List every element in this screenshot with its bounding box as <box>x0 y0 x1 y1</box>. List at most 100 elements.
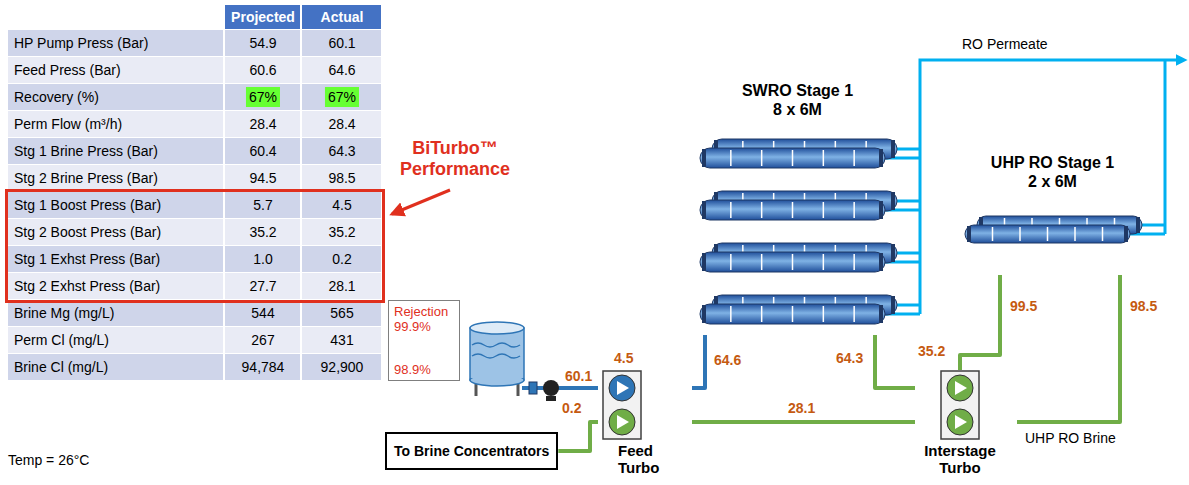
element-divider <box>730 150 732 166</box>
end-cap <box>879 201 883 219</box>
water-waves <box>472 343 520 358</box>
table-value: 67% <box>325 87 359 107</box>
table-value: 64.3 <box>328 138 355 164</box>
table-cell <box>302 5 381 29</box>
row-label: Stg 1 Brine Press (Bar) <box>14 138 158 164</box>
table-cell <box>8 273 223 299</box>
vessel-shell <box>700 148 885 168</box>
row-label: Stg 2 Exhst Press (Bar) <box>14 273 160 299</box>
pressure-vessel <box>965 225 1130 243</box>
table-cell <box>225 327 300 353</box>
table-value: 4.5 <box>332 192 351 218</box>
table-cell <box>8 84 223 110</box>
table-cell <box>302 192 381 218</box>
table-value: 431 <box>330 327 353 353</box>
ro-stage: SWRO Stage 1 8 x 6M <box>690 78 905 335</box>
table-cell <box>302 111 381 137</box>
table-cell <box>8 354 223 380</box>
table-cell <box>8 30 223 56</box>
table-value: 28.1 <box>328 273 355 299</box>
table-value: 60.1 <box>328 30 355 56</box>
table-cell <box>225 192 300 218</box>
table-value: 28.4 <box>249 111 276 137</box>
table-value: 35.2 <box>328 219 355 245</box>
table-value: 565 <box>330 300 353 326</box>
table-cell <box>8 138 223 164</box>
table-value: 92,900 <box>321 354 364 380</box>
turbo-casing <box>603 371 641 439</box>
element-divider <box>761 254 763 270</box>
row-label: Brine Mg (mg/L) <box>14 300 114 326</box>
highlight-box <box>7 191 384 302</box>
permeate-header <box>920 60 1178 314</box>
ro-stage: UHP RO Stage 1 2 x 6M <box>955 150 1150 275</box>
stream-label: UHP RO Brine <box>1025 430 1116 446</box>
table-cell <box>302 30 381 56</box>
table-value: 60.6 <box>249 57 276 83</box>
flow-line <box>692 335 705 388</box>
row-label: Recovery (%) <box>14 84 99 110</box>
table-value: 54.9 <box>249 30 276 56</box>
row-label: Perm Cl (mg/L) <box>14 327 109 353</box>
end-cap <box>891 244 895 262</box>
table-cell <box>8 192 223 218</box>
tank-body <box>470 328 524 380</box>
table-cell <box>302 57 381 83</box>
table-value: 60.4 <box>249 138 276 164</box>
vessel-shell <box>965 225 1130 243</box>
feed-tank <box>470 322 524 396</box>
pressure-vessel <box>700 200 885 220</box>
pressure-value: 64.6 <box>712 352 743 368</box>
permeate-stub <box>1130 60 1165 234</box>
element-divider <box>1102 227 1104 241</box>
element-divider <box>853 202 855 218</box>
end-cap <box>879 149 883 167</box>
table-value: 28.4 <box>328 111 355 137</box>
end-cap <box>702 149 706 167</box>
table-cell <box>302 354 381 380</box>
flow-line <box>960 275 1000 370</box>
table-value: 35.2 <box>249 219 276 245</box>
pressure-value: 0.2 <box>560 400 583 416</box>
rejection-box: Rejection 99.9%98.9% <box>388 300 460 381</box>
vessel-shell <box>700 252 885 272</box>
table-cell <box>225 273 300 299</box>
element-divider <box>761 306 763 322</box>
end-cap <box>879 253 883 271</box>
table-cell <box>8 219 223 245</box>
end-cap <box>879 305 883 323</box>
element-divider <box>730 254 732 270</box>
table-cell <box>225 111 300 137</box>
element-divider <box>761 202 763 218</box>
table-cell <box>225 30 300 56</box>
table-cell <box>225 219 300 245</box>
turbo-unit: Interstage Turbo <box>915 370 1017 478</box>
row-label: Feed Press (Bar) <box>14 57 121 83</box>
table-value: 67% <box>246 87 280 107</box>
table-cell <box>302 300 381 326</box>
brine-box: To Brine Concentrators <box>385 432 558 470</box>
end-cap <box>891 140 895 158</box>
turbo-wheel <box>609 375 635 401</box>
table-cell <box>302 219 381 245</box>
callout-arrow <box>392 190 450 214</box>
hp-pump-pipe <box>557 386 598 390</box>
turbo-unit: Feed Turbo <box>598 370 692 478</box>
table-cell <box>302 84 381 110</box>
element-divider <box>853 150 855 166</box>
table-value: 267 <box>251 327 274 353</box>
column-header: Actual <box>321 5 364 29</box>
end-cap <box>891 296 895 314</box>
hp-pump-symbol <box>543 380 559 396</box>
end-cap <box>702 253 706 271</box>
permeate-lines <box>885 60 1178 314</box>
element-divider <box>792 254 794 270</box>
element-divider <box>823 254 825 270</box>
valve-symbol <box>529 382 537 394</box>
callout-text: BiTurbo™ Performance <box>393 138 517 180</box>
element-divider <box>1019 227 1021 241</box>
row-label: Brine Cl (mg/L) <box>14 354 108 380</box>
end-cap <box>967 226 971 242</box>
element-divider <box>853 306 855 322</box>
row-label: Stg 1 Boost Press (Bar) <box>14 192 161 218</box>
